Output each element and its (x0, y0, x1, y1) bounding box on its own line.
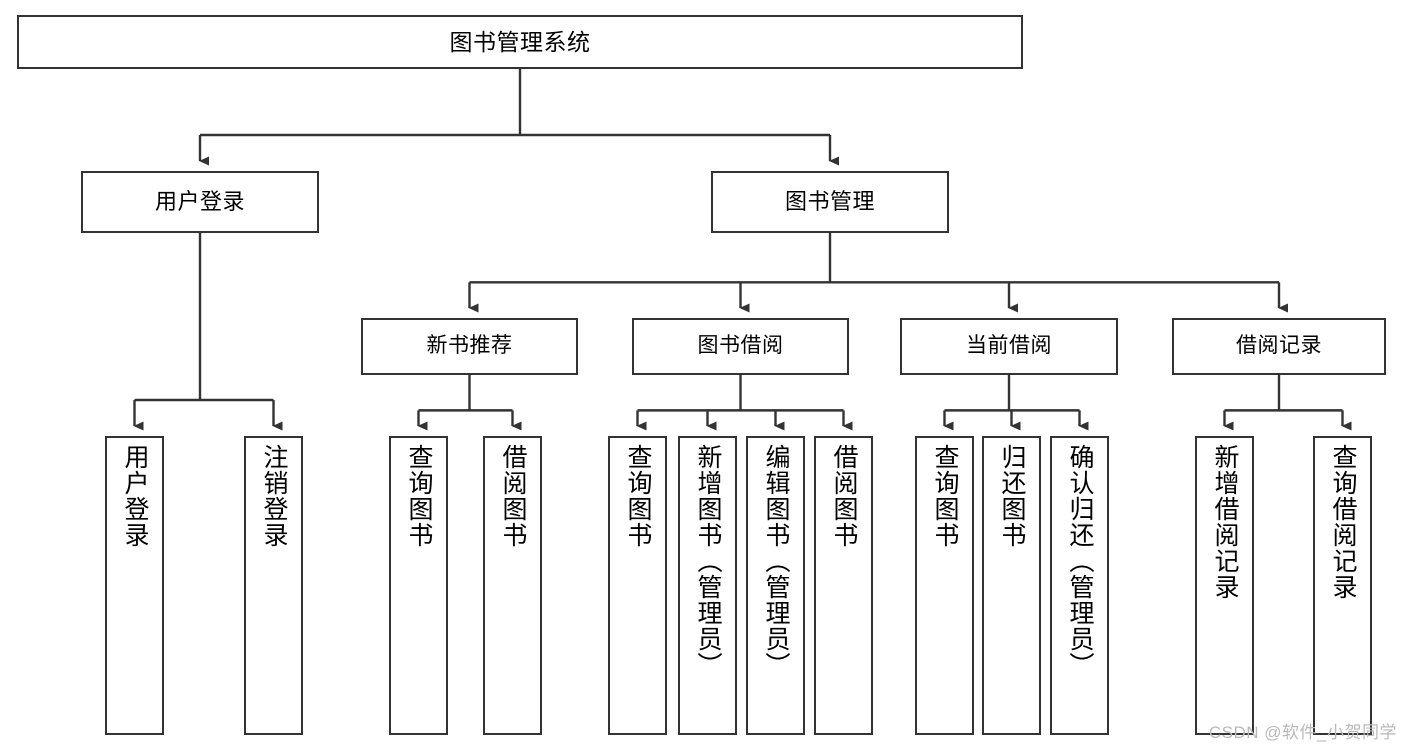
node-user-login[interactable]: 用户登录 (81, 171, 319, 233)
node-label: 新书推荐 (426, 334, 513, 358)
node-leaf-add-book[interactable]: 新增图书（管理员） (678, 436, 737, 735)
watermark: CSDN @软件_小贺同学 (1208, 723, 1397, 742)
node-label: 借阅记录 (1236, 334, 1322, 358)
node-label: 查询图书 (624, 444, 652, 548)
node-label: 查询图书 (405, 444, 433, 548)
node-new-book-recommend[interactable]: 新书推荐 (361, 318, 578, 375)
node-label: 图书借阅 (697, 334, 784, 358)
node-leaf-add-record[interactable]: 新增借阅记录 (1195, 436, 1254, 735)
node-leaf-query-book-2[interactable]: 查询图书 (608, 436, 667, 735)
node-leaf-logout[interactable]: 注销登录 (244, 436, 303, 735)
node-book-borrow[interactable]: 图书借阅 (632, 318, 849, 375)
node-label: 新增图书（管理员） (694, 444, 722, 678)
node-current-borrow[interactable]: 当前借阅 (900, 318, 1118, 375)
node-label: 用户登录 (154, 189, 245, 215)
node-borrow-record[interactable]: 借阅记录 (1172, 318, 1386, 375)
node-leaf-borrow-book-1[interactable]: 借阅图书 (483, 436, 542, 735)
node-leaf-return-book[interactable]: 归还图书 (982, 436, 1041, 735)
node-label: 注销登录 (260, 444, 288, 548)
node-label: 借阅图书 (499, 444, 527, 548)
node-label: 借阅图书 (830, 444, 858, 548)
node-leaf-user-login[interactable]: 用户登录 (105, 436, 164, 735)
node-label: 归还图书 (998, 444, 1026, 548)
node-leaf-query-book-1[interactable]: 查询图书 (389, 436, 448, 735)
node-label: 新增借阅记录 (1211, 444, 1239, 600)
node-book-manage[interactable]: 图书管理 (711, 171, 949, 233)
node-label: 图书管理系统 (449, 28, 591, 55)
node-leaf-confirm-return[interactable]: 确认归还（管理员） (1050, 436, 1109, 735)
node-leaf-borrow-book-2[interactable]: 借阅图书 (814, 436, 873, 735)
node-label: 图书管理 (784, 189, 875, 215)
node-leaf-query-book-3[interactable]: 查询图书 (915, 436, 974, 735)
node-label: 确认归还（管理员） (1066, 444, 1094, 678)
node-root[interactable]: 图书管理系统 (17, 15, 1023, 69)
node-leaf-edit-book[interactable]: 编辑图书（管理员） (746, 436, 805, 735)
node-label: 当前借阅 (966, 334, 1052, 358)
node-label: 查询图书 (931, 444, 959, 548)
node-leaf-query-record[interactable]: 查询借阅记录 (1313, 436, 1372, 735)
node-label: 用户登录 (121, 444, 149, 548)
node-label: 查询借阅记录 (1329, 444, 1357, 600)
node-label: 编辑图书（管理员） (762, 444, 790, 678)
